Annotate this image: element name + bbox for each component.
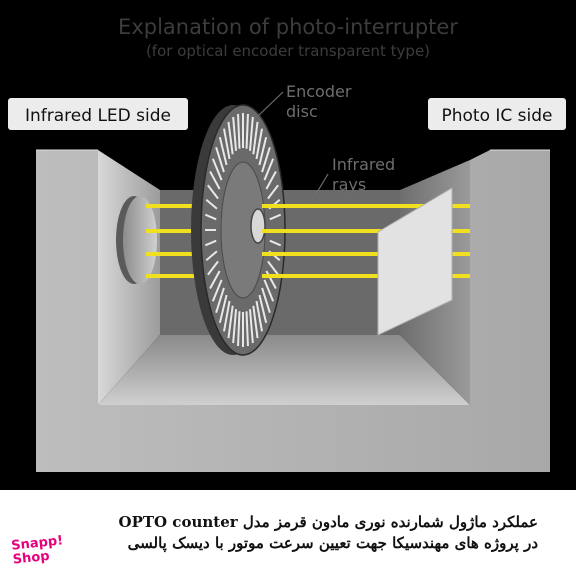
rays-label-line1: Infrared [332,155,395,174]
housing-floor [98,335,470,405]
encoder-disc-slot [269,213,282,221]
housing [36,149,550,472]
encoder-disc-slot [204,239,217,247]
encoder-disc-slot [207,184,219,200]
encoder-disc-slot [209,171,221,190]
encoder-disc-slot [215,146,225,173]
encoder-disc-slot [263,158,275,181]
led-side-text: Infrared LED side [25,106,171,126]
encoder-disc-slot [232,116,238,151]
encoder-disc-slot [252,305,259,339]
encoder-disc-leader-line [257,91,284,117]
housing-front [36,150,550,472]
encoder-disc-slot [207,260,219,276]
encoder-disc-slot [258,294,268,324]
photo-interrupter-diagram: Explanation of photo-interrupter (for op… [0,0,576,490]
rays-label-line2: rays [332,175,366,194]
encoder-disc-slot [269,239,282,247]
snapp-shop-logo: Snapp! Shop [11,533,66,568]
encoder-disc-slot [255,128,263,160]
led-side-label: Infrared LED side [8,98,188,130]
encoder-disc [191,104,286,356]
encoder-disc-slot [218,294,228,324]
encoder-disc-slot [265,270,277,289]
encoder-disc-slot [227,121,234,155]
encoder-disc-slot [263,279,275,302]
encoder-disc-slot [205,250,218,262]
encoder-disc-slot [252,121,259,155]
encoder-disc-slot [232,309,238,344]
caption-line1: عملکرد ماژول شمارنده نوری مادون قرمز مدل… [118,513,538,531]
encoder-disc-slot [237,311,241,347]
encoder-disc-slot [223,128,231,160]
caption: عملکرد ماژول شمارنده نوری مادون قرمز مدل… [80,512,538,554]
encoder-disc-slot [261,146,271,173]
encoder-disc-slot [204,213,217,221]
ic-side-label: Photo IC side [428,98,566,130]
encoder-disc-label-line2: disc [286,102,318,121]
caption-line2: در پروژه های مهندسیکا جهت تعیین سرعت موت… [127,534,538,552]
encoder-disc-slot [227,305,234,339]
diagram-subtitle: (for optical encoder transparent type) [146,42,430,60]
encoder-disc-hub [250,208,266,244]
encoder-disc-slot [209,270,221,289]
logo-line2: Shop [12,548,51,568]
encoder-disc-slot [223,300,231,332]
encoder-disc-slot [258,136,268,166]
encoder-disc-slot [218,136,228,166]
ic-side-text: Photo IC side [441,106,552,126]
encoder-disc-slot [211,158,223,181]
encoder-disc-slot [245,311,249,347]
encoder-disc-label-line1: Encoder [286,82,352,101]
encoder-disc-slot [267,260,279,276]
encoder-disc-slot [237,113,241,149]
encoder-disc-slot [245,113,249,149]
encoder-disc-slot [265,171,277,190]
encoder-disc-slot [211,279,223,302]
encoder-disc-slot [205,198,218,210]
encoder-disc-slot [248,116,254,151]
encoder-disc-slot [248,309,254,344]
encoder-disc-slot [255,300,263,332]
rays-leader-line [309,173,329,205]
encoder-disc-slot [267,184,279,200]
diagram-title: Explanation of photo-interrupter [118,15,458,39]
photo-ic-sensor [377,187,453,336]
infrared-led [116,196,157,284]
encoder-disc-slot [261,287,271,314]
encoder-disc-slot [215,287,225,314]
